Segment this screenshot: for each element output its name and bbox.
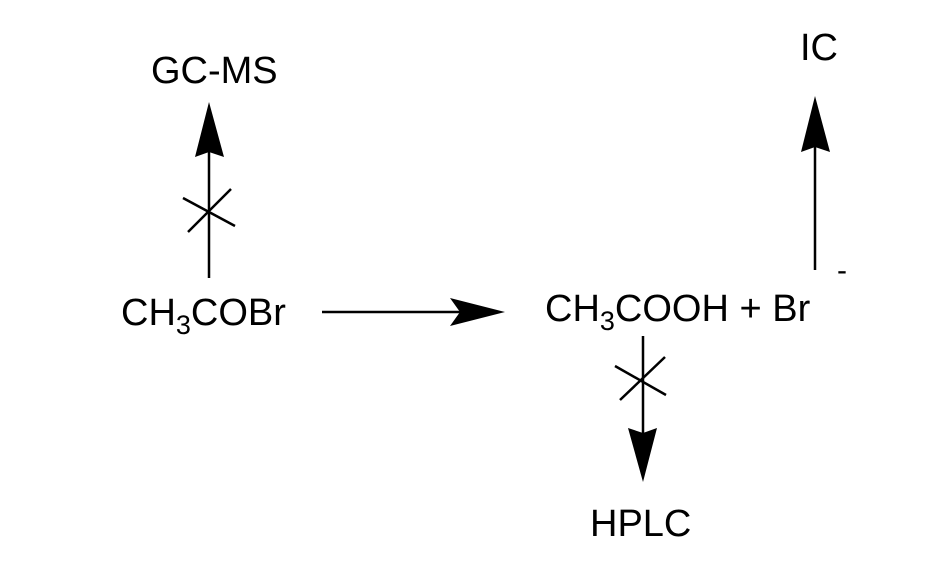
- products-prefix: CH: [545, 288, 600, 330]
- arrowhead-hplc: [628, 428, 657, 482]
- arrowhead-ic: [801, 96, 830, 152]
- block-cross-hplc-2: [614, 364, 667, 397]
- reactant-formula: CH3COBr: [121, 292, 286, 339]
- products-formula: CH3COOH + Br: [545, 288, 811, 335]
- block-cross-hplc-1: [619, 356, 666, 401]
- label-ic: IC: [800, 27, 838, 69]
- label-gcms: GC-MS: [151, 50, 278, 92]
- reactant-suffix: COBr: [190, 292, 286, 334]
- block-cross-gcms-2: [182, 196, 236, 228]
- reactant-subscript: 3: [175, 310, 191, 340]
- arrowhead-gcms: [195, 102, 224, 157]
- block-cross-gcms-1: [187, 188, 232, 233]
- products-suffix: COOH + Br: [614, 288, 811, 330]
- products-subscript: 3: [599, 306, 615, 336]
- reactant-prefix: CH: [121, 292, 176, 334]
- bromide-charge: -: [837, 254, 847, 287]
- label-hplc: HPLC: [590, 503, 692, 545]
- reaction-arrowhead: [450, 298, 505, 326]
